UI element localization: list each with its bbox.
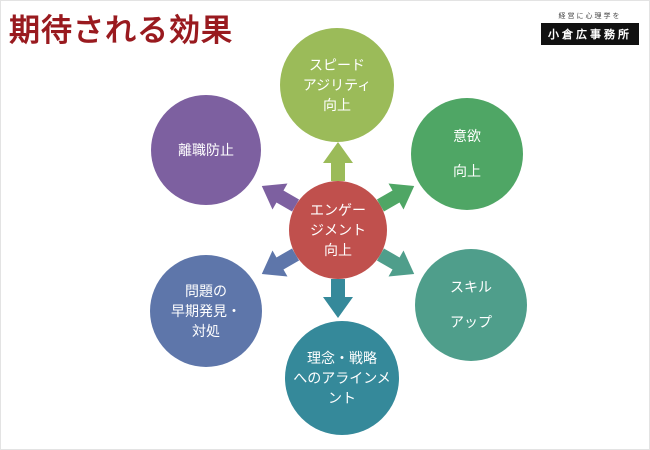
node-engagement-center: エンゲー ジメント 向上: [289, 181, 387, 279]
node-retention: 離職防止: [151, 95, 261, 205]
node-skill-up: スキル アップ: [415, 249, 527, 361]
node-problem-detection: 問題の 早期発見・ 対処: [150, 255, 262, 367]
node-speed-agility: スピード アジリティ 向上: [280, 28, 394, 142]
page-title: 期待される効果: [9, 13, 233, 49]
company-logo: 経営に心理学を 小倉広事務所: [541, 11, 639, 45]
logo-name: 小倉広事務所: [541, 23, 639, 45]
node-alignment: 理念・戦略 へのアラインメ ント: [285, 321, 399, 435]
logo-tagline: 経営に心理学を: [558, 13, 622, 20]
node-motivation: 意欲 向上: [411, 98, 523, 210]
arrow-alignment: [323, 279, 353, 318]
arrow-speed-agility: [323, 142, 353, 181]
